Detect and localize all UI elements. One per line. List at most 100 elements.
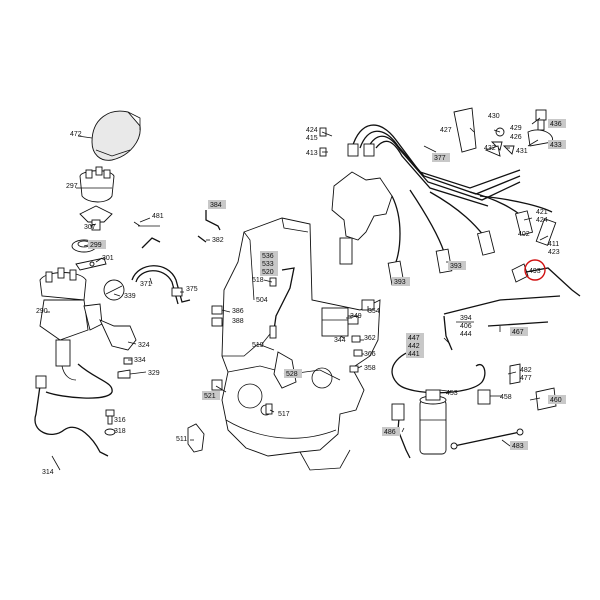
part-label-533[interactable]: 533: [260, 259, 278, 268]
part-label-458[interactable]: 458: [500, 394, 512, 401]
plug-lead-393b[interactable]: [409, 189, 453, 274]
part-label-444[interactable]: 444: [460, 331, 472, 338]
plug-lead-421[interactable]: [469, 191, 534, 236]
part-label-415[interactable]: 415: [306, 135, 318, 142]
bracket-511[interactable]: [187, 423, 205, 453]
distributor-head-393[interactable]: [331, 171, 393, 265]
part-label-394[interactable]: 394: [460, 315, 472, 322]
part-label-421[interactable]: 421: [536, 209, 548, 216]
part-label-371[interactable]: 371: [140, 281, 152, 288]
rotor-307[interactable]: [79, 205, 113, 231]
part-label-504[interactable]: 504: [256, 297, 268, 304]
bracket-427[interactable]: [453, 107, 477, 153]
screw-316-318[interactable]: [104, 409, 116, 436]
part-label-388[interactable]: 388: [232, 318, 244, 325]
part-label-318[interactable]: 318: [114, 428, 126, 435]
part-label-486[interactable]: 486: [382, 427, 400, 436]
part-label-334[interactable]: 334: [134, 357, 146, 364]
nut-349[interactable]: [347, 315, 359, 325]
distributor-290[interactable]: [39, 267, 137, 381]
part-label-426[interactable]: 426: [510, 134, 522, 141]
part-label-518[interactable]: 518: [252, 277, 264, 284]
part-label-324[interactable]: 324: [138, 342, 150, 349]
plug-lead-393a[interactable]: [387, 195, 405, 286]
bracket-504[interactable]: [273, 267, 295, 331]
part-label-299[interactable]: 299: [88, 240, 106, 249]
part-label-460[interactable]: 460: [548, 395, 566, 404]
part-label-424[interactable]: 424: [536, 217, 548, 224]
nut-386-388[interactable]: [211, 305, 223, 327]
plug-lead-411[interactable]: [479, 195, 557, 246]
part-label-297[interactable]: 297: [66, 183, 78, 190]
part-label-382[interactable]: 382: [212, 237, 224, 244]
cap-460[interactable]: [535, 387, 557, 411]
part-label-393[interactable]: 393: [448, 261, 466, 270]
screw-519[interactable]: [269, 325, 277, 339]
part-label-339[interactable]: 339: [124, 293, 136, 300]
part-label-427[interactable]: 427: [440, 127, 452, 134]
part-label-432[interactable]: 432: [484, 145, 496, 152]
tube-384[interactable]: [205, 210, 221, 231]
part-label-511[interactable]: 511: [176, 436, 187, 443]
part-label-483[interactable]: 483: [510, 441, 528, 450]
hose-481[interactable]: [133, 221, 160, 227]
part-label-481[interactable]: 481: [152, 213, 164, 220]
part-label-467[interactable]: 467: [510, 327, 528, 336]
sensor-493[interactable]: [511, 263, 581, 297]
part-label-411[interactable]: 411: [548, 241, 559, 248]
tube-467[interactable]: [487, 321, 549, 327]
part-label-472[interactable]: 472: [70, 131, 82, 138]
part-label-430[interactable]: 430: [488, 113, 500, 120]
part-label-447[interactable]: 447: [406, 333, 424, 342]
wire-394-406[interactable]: [443, 295, 561, 351]
distributor-cap-297[interactable]: [79, 166, 115, 203]
part-label-424[interactable]: 424: [306, 127, 318, 134]
ignition-coil[interactable]: [419, 389, 447, 455]
part-label-329[interactable]: 329: [148, 370, 160, 377]
hose-371[interactable]: [131, 237, 191, 305]
part-label-301[interactable]: 301: [102, 255, 114, 262]
part-label-349[interactable]: 349: [350, 313, 362, 320]
part-label-482[interactable]: 482: [520, 367, 532, 374]
resistor-486[interactable]: [391, 403, 411, 459]
screw-334-329[interactable]: [117, 357, 133, 379]
screw-362-366-358[interactable]: [349, 335, 363, 373]
part-label-413[interactable]: 413: [306, 150, 318, 157]
part-label-307[interactable]: 307: [84, 224, 96, 231]
part-label-520[interactable]: 520: [260, 267, 278, 276]
part-label-406[interactable]: 406: [460, 323, 472, 330]
part-label-528[interactable]: 528: [284, 369, 302, 378]
part-label-393[interactable]: 393: [392, 277, 410, 286]
part-label-431[interactable]: 431: [516, 148, 528, 155]
part-label-344[interactable]: 344: [334, 337, 346, 344]
fuel-pump-344[interactable]: [321, 307, 349, 337]
cable-483[interactable]: [450, 428, 524, 450]
part-label-453[interactable]: 453: [446, 390, 458, 397]
bolt-518[interactable]: [269, 277, 277, 287]
part-label-519[interactable]: 519: [252, 342, 264, 349]
part-label-362[interactable]: 362: [364, 335, 376, 342]
part-label-290[interactable]: 290: [36, 308, 48, 315]
lead-set-377[interactable]: [347, 124, 521, 207]
part-label-316[interactable]: 316: [114, 417, 126, 424]
part-label-375[interactable]: 375: [186, 286, 198, 293]
tube-382[interactable]: [197, 235, 207, 243]
part-label-433[interactable]: 433: [548, 140, 566, 149]
contact-301[interactable]: [75, 257, 107, 271]
part-label-517[interactable]: 517: [278, 411, 290, 418]
part-label-377[interactable]: 377: [432, 153, 450, 162]
part-label-429[interactable]: 429: [510, 125, 522, 132]
part-label-314[interactable]: 314: [42, 469, 54, 476]
part-label-536[interactable]: 536: [260, 251, 278, 260]
plug-lead-402[interactable]: [429, 191, 496, 256]
plug-521[interactable]: [211, 379, 223, 391]
part-label-386[interactable]: 386: [232, 308, 244, 315]
part-label-493[interactable]: 493: [529, 268, 541, 275]
part-label-358[interactable]: 358: [364, 365, 376, 372]
part-label-384[interactable]: 384: [208, 200, 226, 209]
part-label-436[interactable]: 436: [548, 119, 566, 128]
coil-wire-453[interactable]: [391, 347, 486, 394]
cable-314[interactable]: [34, 363, 113, 457]
part-label-366[interactable]: 366: [364, 351, 376, 358]
part-label-402[interactable]: 402: [518, 231, 530, 238]
